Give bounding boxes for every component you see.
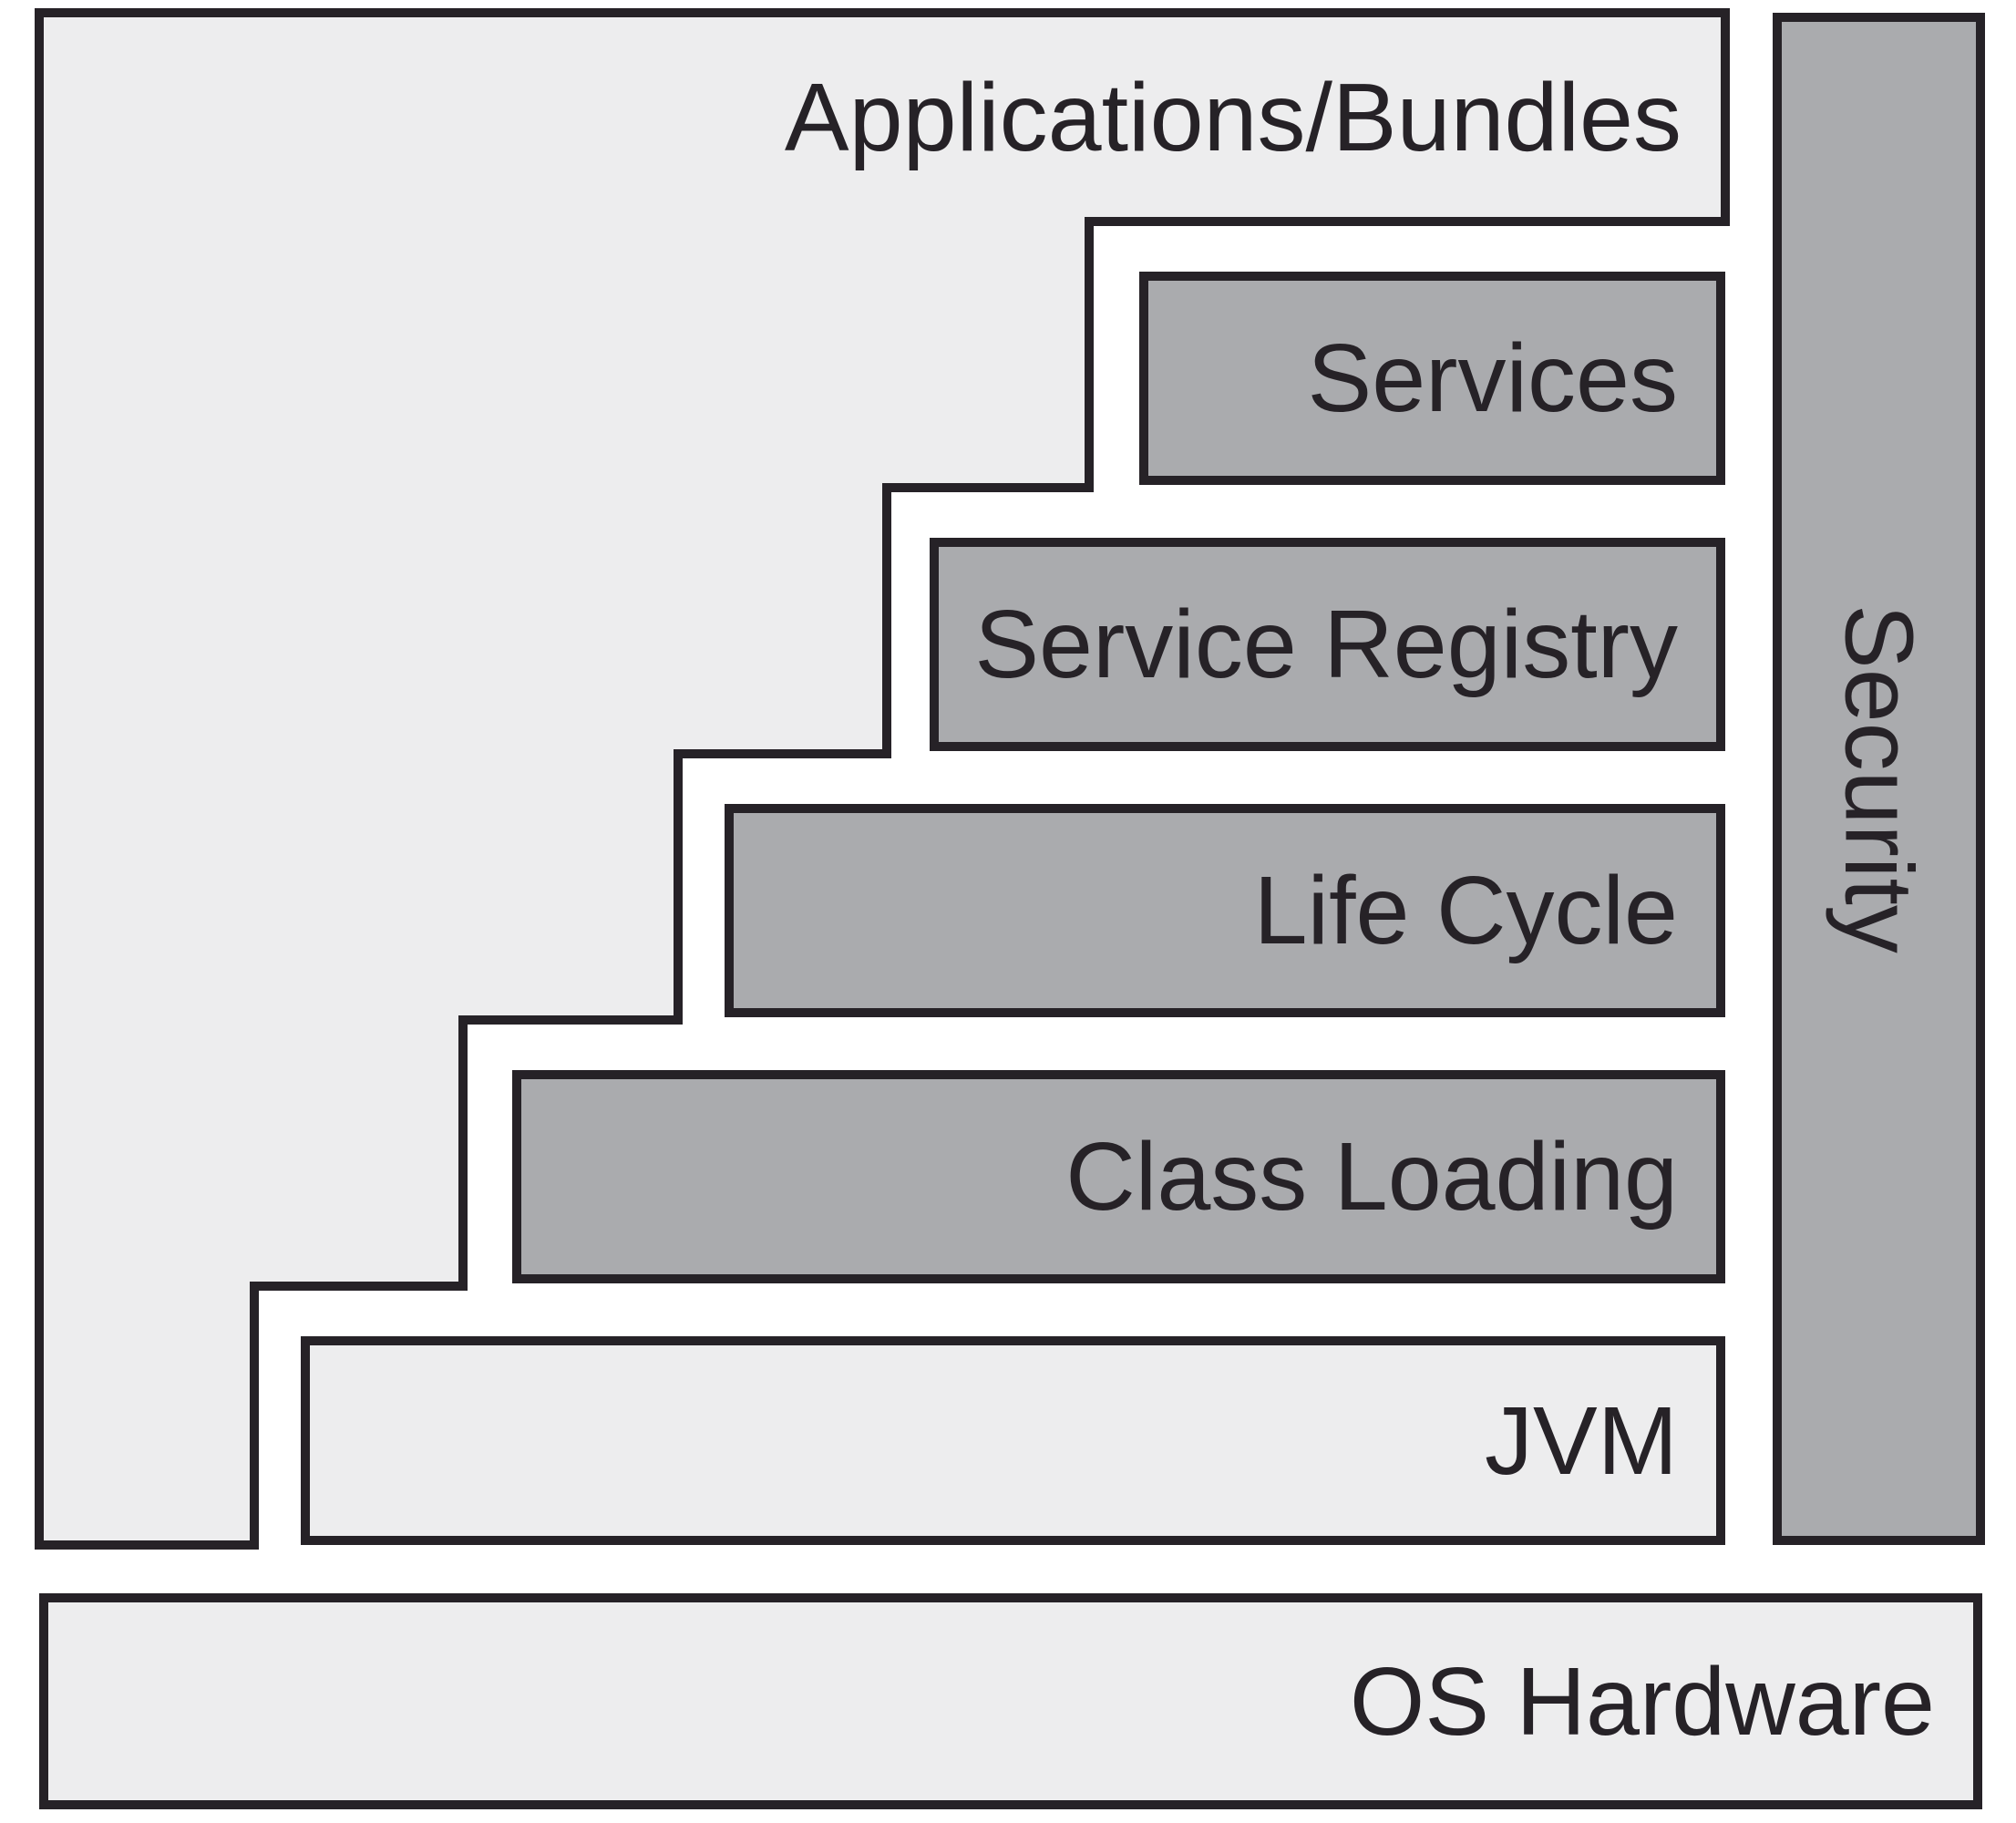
jvm-label: JVM (1485, 1386, 1678, 1495)
class-loading-label: Class Loading (1065, 1123, 1678, 1231)
os-hardware-box: OS Hardware (39, 1593, 1982, 1809)
layer-box-services: Services (1139, 272, 1725, 485)
service-registry-label: Service Registry (974, 591, 1678, 698)
security-bar: Security (1773, 13, 1985, 1545)
layer-box-jvm: JVM (301, 1336, 1725, 1545)
security-label: Security (1825, 604, 1933, 953)
layer-box-life-cycle: Life Cycle (725, 804, 1725, 1017)
applications-bundles-shape (35, 8, 1730, 1550)
life-cycle-label: Life Cycle (1253, 857, 1678, 964)
layer-box-service-registry: Service Registry (930, 538, 1725, 751)
layer-box-class-loading: Class Loading (512, 1070, 1725, 1283)
applications-bundles-row: Applications/Bundles (39, 13, 1725, 221)
applications-bundles-label: Applications/Bundles (784, 63, 1682, 171)
os-hardware-label: OS Hardware (1349, 1647, 1935, 1756)
services-label: Services (1307, 324, 1678, 432)
